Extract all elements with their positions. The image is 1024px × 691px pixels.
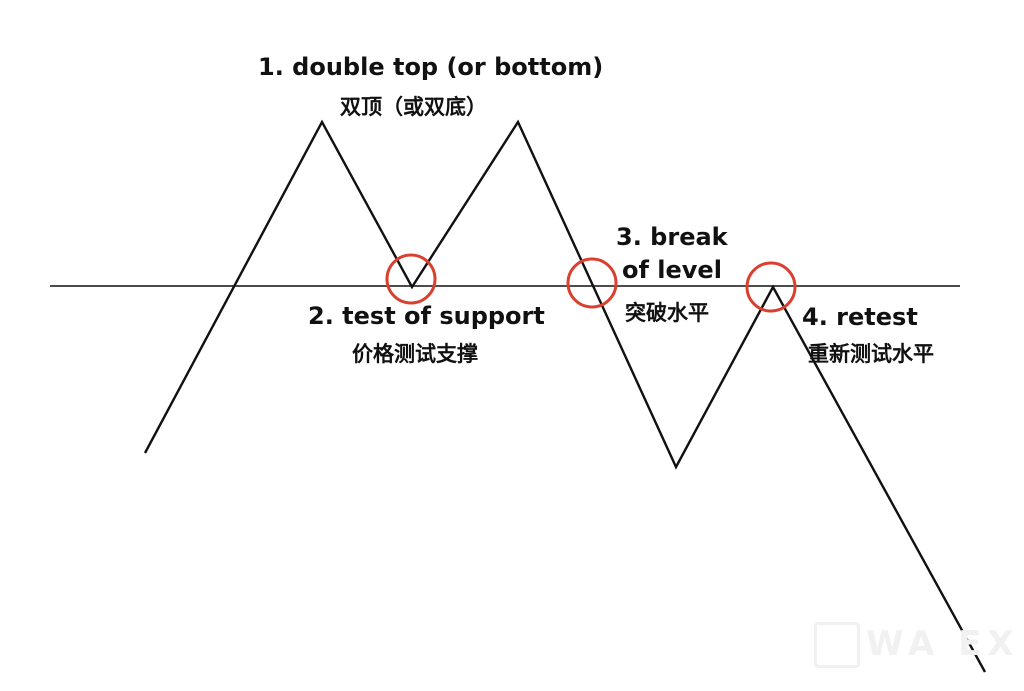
- retest-circle: [745, 261, 797, 313]
- label-break-of-level-en-line1: 3. break: [616, 223, 728, 251]
- price-path-line: [143, 119, 987, 673]
- watermark-text: WA EX: [866, 624, 1020, 664]
- label-test-of-support-en: 2. test of support: [308, 302, 545, 330]
- label-retest-en: 4. retest: [802, 303, 918, 331]
- test-of-support-circle: [385, 253, 437, 305]
- label-retest-zh: 重新测试水平: [808, 342, 934, 366]
- label-break-of-level-en-line2: of level: [622, 256, 722, 284]
- label-double-top-zh: 双顶（或双底）: [340, 95, 487, 119]
- break-of-level-circle: [566, 257, 618, 309]
- watermark-logo-icon: [814, 622, 860, 668]
- label-break-of-level-zh: 突破水平: [625, 301, 709, 325]
- label-double-top-en: 1. double top (or bottom): [258, 53, 604, 81]
- label-test-of-support-zh: 价格测试支撑: [352, 342, 478, 366]
